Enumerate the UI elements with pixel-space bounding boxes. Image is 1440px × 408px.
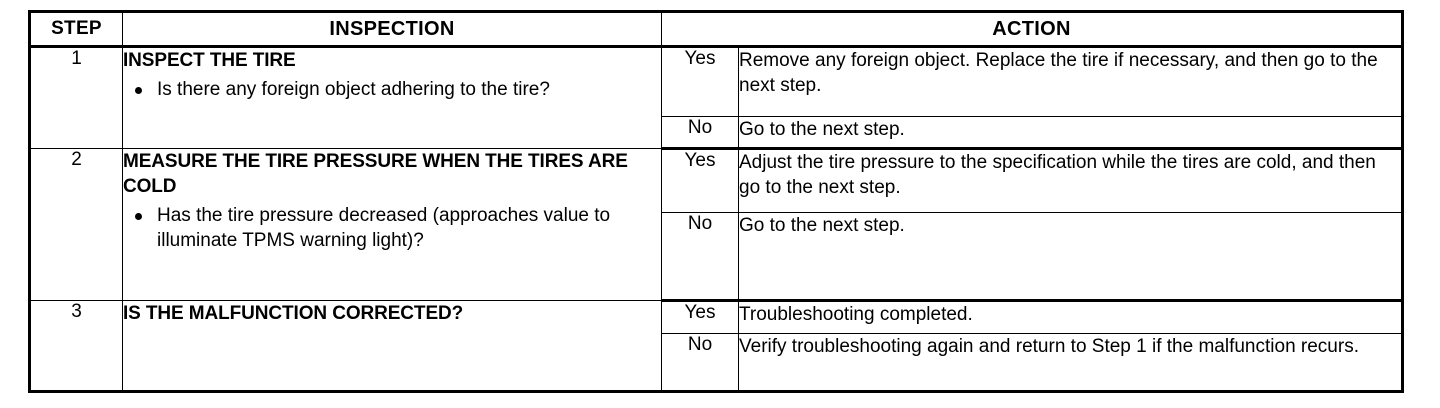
action-cell-2-yes: Adjust the tire pressure to the specific… bbox=[738, 147, 1403, 213]
inspection-title-3: IS THE MALFUNCTION CORRECTED? bbox=[123, 303, 464, 324]
table-row: No Verify troubleshooting again and retu… bbox=[30, 333, 1403, 393]
action-text: Adjust the tire pressure to the specific… bbox=[739, 152, 1376, 199]
inspection-bullet-list-2: Has the tire pressure decreased (approac… bbox=[123, 203, 661, 254]
answer-no-3: No bbox=[661, 333, 739, 393]
inspection-bullet-item: Is there any foreign object adhering to … bbox=[123, 77, 661, 102]
bullet-dot-icon bbox=[135, 213, 142, 221]
table-row: 1 INSPECT THE TIRE Is there any foreign … bbox=[29, 45, 1403, 149]
step-number-3: 3 bbox=[29, 300, 123, 392]
action-cell-1-yes: Remove any foreign object. Replace the t… bbox=[738, 45, 1403, 117]
table-row: 2 MEASURE THE TIRE PRESSURE WHEN THE TIR… bbox=[29, 147, 1403, 301]
action-cell-2-no: Go to the next step. bbox=[738, 212, 1403, 302]
inspection-cell-2: MEASURE THE TIRE PRESSURE WHEN THE TIRES… bbox=[122, 148, 662, 301]
step-number-1: 1 bbox=[29, 46, 123, 149]
table-row: No Go to the next step. bbox=[30, 116, 1403, 150]
column-header-inspection: INSPECTION bbox=[122, 11, 662, 48]
action-cell-1-no: Go to the next step. bbox=[738, 116, 1403, 150]
troubleshooting-table: STEP INSPECTION ACTION 1 INSPECT THE TIR… bbox=[28, 10, 1404, 393]
action-text: Troubleshooting completed. bbox=[739, 304, 973, 325]
bullet-dot-icon bbox=[135, 87, 142, 95]
inspection-cell-1: INSPECT THE TIRE Is there any foreign ob… bbox=[122, 46, 662, 149]
action-text: Remove any foreign object. Replace the t… bbox=[739, 50, 1378, 97]
inspection-bullet-text: Is there any foreign object adhering to … bbox=[157, 79, 550, 101]
column-header-step: STEP bbox=[29, 11, 123, 48]
inspection-title-1: INSPECT THE TIRE bbox=[123, 50, 296, 71]
table-row: No Go to the next step. bbox=[30, 212, 1403, 302]
answer-no-2: No bbox=[661, 212, 739, 302]
action-text: Verify troubleshooting again and return … bbox=[739, 336, 1359, 357]
inspection-title-2: MEASURE THE TIRE PRESSURE WHEN THE TIRES… bbox=[123, 151, 628, 198]
table-row: 3 IS THE MALFUNCTION CORRECTED? Yes Trou… bbox=[29, 299, 1403, 392]
answer-yes-1: Yes bbox=[661, 45, 739, 117]
column-header-action: ACTION bbox=[661, 11, 1403, 48]
answer-yes-2: Yes bbox=[661, 147, 739, 213]
action-text: Go to the next step. bbox=[739, 215, 905, 236]
action-cell-3-no: Verify troubleshooting again and return … bbox=[738, 333, 1403, 393]
inspection-cell-3: IS THE MALFUNCTION CORRECTED? bbox=[122, 300, 662, 392]
inspection-bullet-list-1: Is there any foreign object adhering to … bbox=[123, 77, 661, 102]
action-cell-3-yes: Troubleshooting completed. bbox=[738, 299, 1403, 334]
inspection-bullet-text: Has the tire pressure decreased (approac… bbox=[157, 205, 611, 252]
answer-no-1: No bbox=[661, 116, 739, 150]
action-text: Go to the next step. bbox=[739, 119, 905, 140]
table-header-row: STEP INSPECTION ACTION bbox=[29, 11, 1403, 48]
answer-yes-3: Yes bbox=[661, 299, 739, 334]
step-number-2: 2 bbox=[29, 148, 123, 301]
inspection-bullet-item: Has the tire pressure decreased (approac… bbox=[123, 203, 661, 254]
